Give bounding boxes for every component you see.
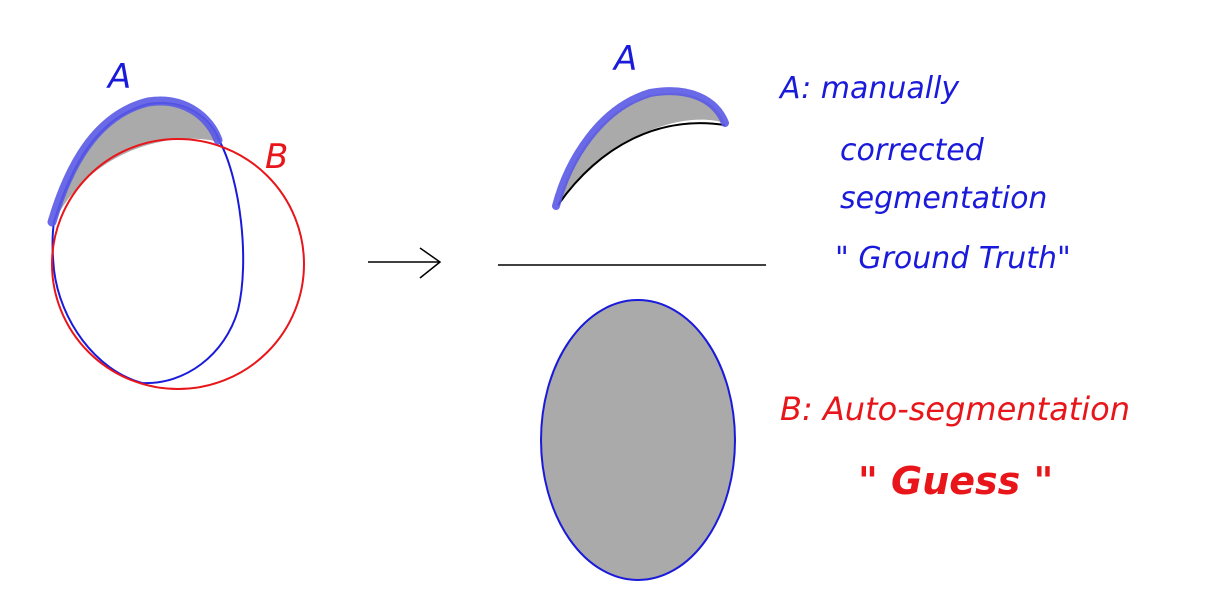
label-a-numerator: A xyxy=(612,39,637,79)
legend-a-line4: " Ground Truth" xyxy=(835,241,1071,276)
label-b-left: B xyxy=(265,137,288,177)
legend-b-line2: " Guess " xyxy=(858,459,1053,503)
legend: A: manually corrected segmentation " Gro… xyxy=(778,71,1130,503)
legend-b-line1: B: Auto-segmentation xyxy=(780,390,1130,428)
overlap-diagram: A B xyxy=(47,57,305,390)
legend-a-line2: corrected xyxy=(840,133,985,168)
region-b-outline xyxy=(51,138,305,390)
legend-a-line3: segmentation xyxy=(840,181,1047,216)
overlap-region-a xyxy=(54,102,220,222)
legend-a-line1: A: manually xyxy=(778,71,960,106)
denominator-ellipse xyxy=(540,299,736,581)
arrow xyxy=(368,247,442,279)
numerator-crescent xyxy=(552,87,729,210)
label-a-left: A xyxy=(106,57,131,97)
fraction: A xyxy=(498,39,766,581)
region-a-highlight xyxy=(47,96,223,227)
